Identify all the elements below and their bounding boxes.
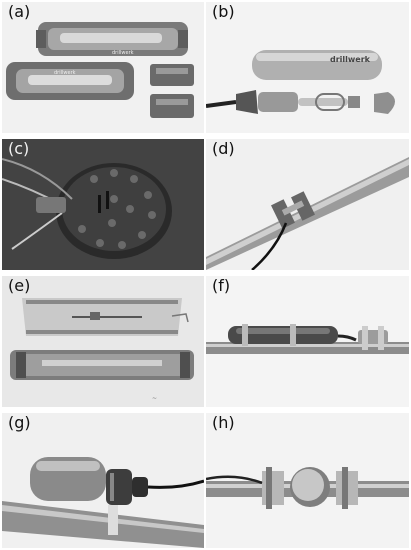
photo-panel-a: drillwerk drillwerk (a) [2,2,204,133]
panel-label-c: (c) [8,139,30,158]
photo-g-sensor-closeup [2,413,204,548]
photo-panel-d: (d) [206,139,409,270]
svg-text:~: ~ [152,395,157,402]
panel-label-g: (g) [8,413,31,432]
photo-b-sensor-tube: drillwerk [206,2,409,133]
brand-text-b: drillwerk [330,55,371,64]
panel-label-e: (e) [8,276,31,295]
photo-c-borehole-top [2,139,204,270]
panel-label-a: (a) [8,2,31,21]
photo-panel-h: (h) [206,413,409,548]
photo-panel-f: (f) [206,276,409,407]
photo-e-open-housing: ~ [2,276,204,407]
panel-label-b: (b) [212,2,235,21]
photo-h-disc-sensor [206,413,409,548]
photo-d-pipe-clamp [206,139,409,270]
panel-label-h: (h) [212,413,235,432]
photo-panel-g: (g) [2,413,204,548]
panel-label-f: (f) [212,276,231,295]
photo-panel-c: (c) [2,139,204,270]
photo-a-device-parts: drillwerk drillwerk [2,2,204,133]
panel-label-d: (d) [212,139,235,158]
brand-text-a2: drillwerk [54,70,76,76]
photo-panel-e: ~ (e) [2,276,204,407]
photo-panel-b: drillwerk (b) [206,2,409,133]
brand-text-a1: drillwerk [112,50,134,56]
photo-f-mounted-housing [206,276,409,407]
